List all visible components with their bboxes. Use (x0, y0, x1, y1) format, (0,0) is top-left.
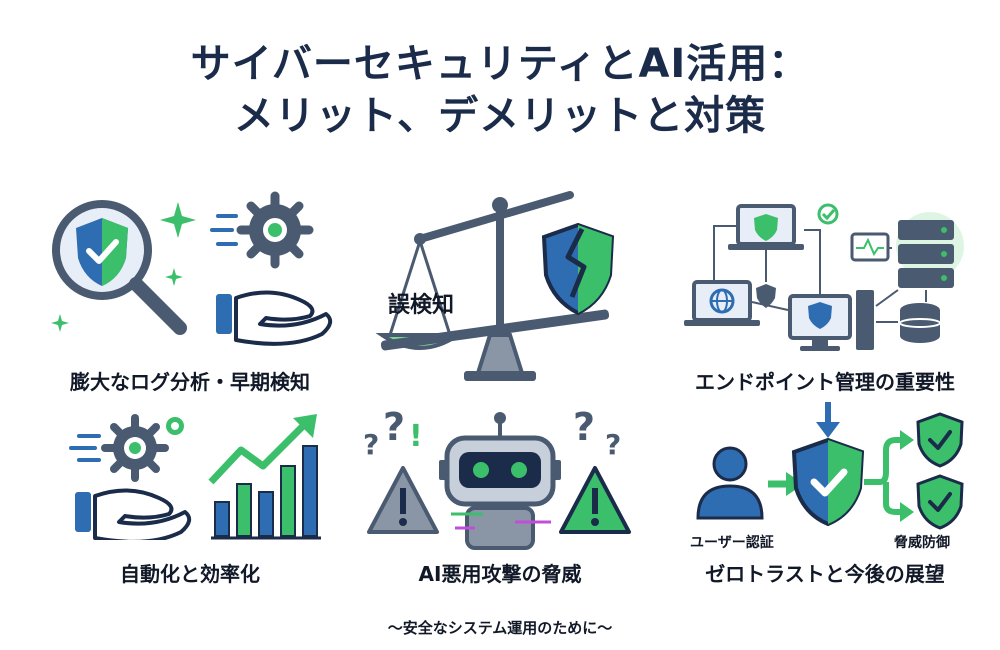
user-auth-label: ユーザー認証 (690, 535, 774, 551)
warning-triangle-icon (559, 466, 631, 534)
svg-text:?: ? (363, 428, 379, 461)
svg-text:?: ? (383, 410, 405, 449)
check-badge-icon (817, 203, 839, 225)
branch-arrows-icon (864, 437, 902, 515)
svg-text:?: ? (573, 410, 595, 449)
question-mark-icon: ? ? ! ? ? (363, 410, 621, 461)
svg-text:?: ? (605, 428, 621, 461)
panel-false-positive: 誤検知 (360, 185, 640, 400)
threat-defense-label: 脅威防御 (894, 535, 950, 551)
database-icon (899, 303, 941, 343)
title-line-2: メリット、デメリットと対策 (233, 93, 767, 139)
balance-scale-icon (375, 191, 610, 381)
growth-chart-icon (208, 414, 321, 540)
caption-automation: 自動化と効率化 (120, 562, 260, 586)
footer-tagline: 〜安全なシステム運用のために〜 (387, 619, 613, 637)
shield-check-icon (916, 412, 964, 468)
gear-icon (236, 191, 314, 269)
robot-icon (439, 412, 561, 550)
caption-ai-threat: AI悪用攻撃の脅威 (418, 562, 582, 586)
motion-lines-icon (69, 434, 101, 462)
caption-zero-trust: ゼロトラストと今後の展望 (705, 562, 945, 586)
caption-log-analysis: 膨大なログ分析・早期検知 (70, 370, 310, 394)
network-arrows (713, 225, 927, 323)
panel-endpoint: エンドポイント管理の重要性 (680, 190, 970, 400)
panel-log-analysis: 膨大なログ分析・早期検知 (40, 190, 340, 400)
ai-threat-illustration: ? ? ! ? ? (363, 410, 631, 550)
broken-shield-icon (541, 222, 615, 316)
warning-triangle-icon (367, 466, 439, 534)
monitor-heartbeat-icon (850, 232, 890, 262)
shield-check-icon (791, 437, 865, 527)
server-rack-icon (898, 220, 954, 288)
caption-endpoint: エンドポイント管理の重要性 (695, 370, 955, 394)
down-arrow-icon (816, 402, 840, 438)
panel-ai-threat: ? ? ! ? ? (355, 410, 645, 595)
panel-automation: 自動化と効率化 (55, 410, 325, 595)
user-icon (696, 446, 764, 520)
open-hand-icon (75, 488, 192, 540)
svg-text:!: ! (409, 419, 423, 454)
balance-scale-illustration (375, 191, 615, 381)
laptop-top-icon (728, 204, 804, 250)
open-hand-icon (216, 290, 333, 346)
automation-illustration (69, 414, 321, 540)
false-positive-label: 誤検知 (388, 293, 455, 318)
panel-zero-trust: ユーザー認証 脅威防御 ゼロトラストと今後の展望 (680, 400, 970, 595)
title-line-1: サイバーセキュリティとAI活用： (190, 41, 810, 87)
endpoint-network-illustration (684, 203, 964, 351)
gear-icon (101, 414, 184, 482)
motion-lines-icon (210, 214, 238, 246)
log-analysis-illustration (51, 191, 333, 346)
page-title: サイバーセキュリティとAI活用： メリット、デメリットと対策 (0, 38, 1000, 142)
sparkle-icon (51, 202, 196, 332)
laptop-globe-icon (684, 280, 760, 326)
shield-check-icon (916, 474, 964, 530)
zero-trust-illustration (696, 402, 964, 530)
shield-check-icon (76, 218, 128, 286)
desktop-pc-icon (788, 290, 874, 351)
small-shield-icon (756, 284, 776, 308)
